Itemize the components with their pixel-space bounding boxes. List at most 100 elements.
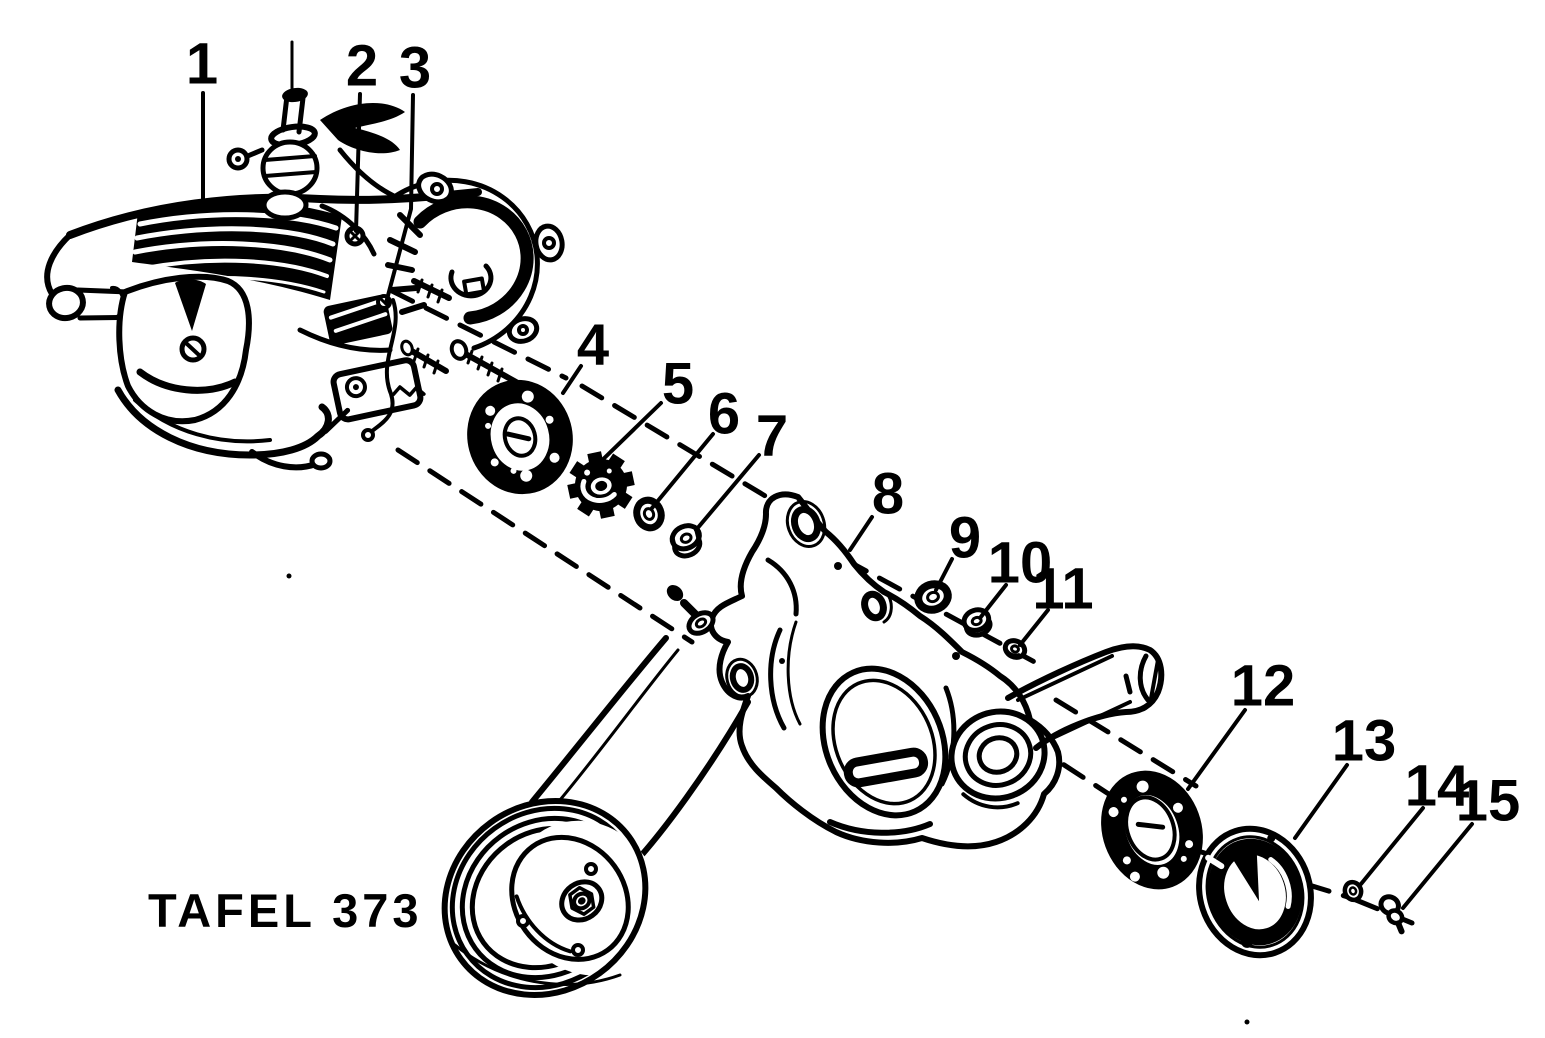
callout-leader-line: [694, 453, 761, 532]
part-4-rotor-ring: [467, 379, 573, 495]
axis-dash: [1053, 697, 1199, 789]
housing-slot: [843, 747, 929, 788]
engine-left-edge: [44, 232, 73, 297]
callout-6: 6: [650, 382, 740, 510]
callout-number: 7: [756, 404, 788, 469]
callout-leader-line: [848, 515, 874, 552]
callout-number: 15: [1456, 769, 1521, 834]
callout-9: 9: [934, 506, 981, 592]
callout-number: 4: [577, 313, 609, 378]
mount-lug: [416, 171, 454, 205]
flange-notch: [1205, 854, 1225, 870]
callout-number: 14: [1405, 754, 1470, 819]
ignition-coil: [323, 294, 393, 346]
bearing-speckles: [1108, 780, 1194, 882]
housing-bolt-holes: [725, 500, 960, 699]
callout-leader-line: [1293, 763, 1349, 840]
pedal-crank: [249, 449, 319, 471]
part-14-washer: [1342, 879, 1364, 903]
lower-guard: [114, 386, 333, 471]
callout-leader-line: [561, 364, 583, 395]
rim-tab: [462, 276, 487, 297]
axis-dash: [843, 557, 1045, 669]
pulley-rim: [441, 798, 649, 998]
callout-number: 1: [186, 32, 218, 97]
ink-speck: [286, 573, 292, 579]
axis-dash: [579, 383, 795, 515]
callout-11: 11: [1018, 557, 1094, 647]
callout-3: 3: [384, 36, 431, 305]
intake-cap: [282, 87, 308, 103]
part-8-housing: [441, 491, 1165, 998]
callout-leader-line: [1186, 708, 1247, 791]
callout-leader-line: [978, 583, 1008, 620]
part-9-washer: [914, 580, 952, 614]
part-13-cover: [1196, 825, 1314, 959]
flange-hole: [1241, 935, 1254, 948]
belt-pulley: [441, 798, 661, 998]
ink-speck: [1244, 1019, 1250, 1025]
contact-points-plate: [323, 357, 426, 434]
callout-leader-line: [590, 401, 663, 472]
callout-leader-line: [384, 93, 415, 305]
callout-leader-line: [650, 432, 715, 510]
flywheel-side-cover: [116, 273, 252, 425]
part-5-sprocket: [567, 451, 635, 519]
part-6-washer: [633, 496, 665, 532]
float-bowl: [261, 189, 309, 221]
callout-number: 6: [708, 382, 740, 447]
callout-8: 8: [848, 462, 904, 552]
crankcase-front-rim: [297, 171, 565, 353]
callout-number: 13: [1332, 709, 1397, 774]
throttle-cable: [337, 147, 401, 201]
plate-caption: TAFEL 373: [148, 884, 423, 937]
callout-7: 7: [694, 404, 788, 532]
carb-body: [260, 139, 320, 197]
part-15-screw: [1378, 894, 1405, 935]
callout-number: 10: [988, 531, 1053, 596]
callout-10: 10: [978, 531, 1053, 620]
cover-v-mark: [1230, 847, 1260, 902]
swingarm: [1005, 643, 1165, 751]
callout-4: 4: [561, 313, 609, 395]
carburettor: [226, 40, 405, 221]
callout-leader-line: [354, 92, 362, 233]
mount-lug: [533, 223, 565, 263]
bearing-boss: [948, 708, 1048, 810]
cylinder-fins: [132, 200, 342, 300]
timing-v-mark: [175, 279, 206, 331]
ignition-wire: [369, 298, 398, 434]
callout-number: 12: [1231, 654, 1296, 719]
callout-5: 5: [590, 352, 694, 472]
callout-leader-line: [934, 557, 954, 592]
part-12-bearing: [1101, 770, 1203, 890]
rotor-speckles: [485, 390, 560, 482]
callout-number: 2: [346, 34, 378, 99]
axis-dash: [395, 447, 695, 645]
pulley-face-hole: [516, 914, 530, 928]
part-7-nut: [669, 523, 703, 559]
housing-ear-bolt: [666, 585, 716, 636]
mount-lug: [506, 316, 540, 344]
callout-15: 15: [1401, 769, 1521, 910]
callout-1: 1: [186, 32, 218, 209]
pulley-face-hole: [571, 943, 585, 957]
cylinder-studs: [344, 225, 519, 442]
callout-12: 12: [1186, 654, 1296, 791]
callout-number: 5: [662, 352, 694, 417]
callout-number: 9: [949, 506, 981, 571]
callout-leader-line: [1401, 822, 1474, 910]
axis-dash: [389, 288, 569, 381]
part-1-engine-assembly: [44, 40, 565, 471]
callout-2: 2: [346, 34, 378, 233]
callout-14: 14: [1359, 754, 1470, 886]
callout-number: 11: [1032, 557, 1093, 622]
fork-notch: [1137, 653, 1151, 703]
callout-number: 8: [872, 462, 904, 527]
callout-leader-line: [1359, 806, 1425, 886]
callout-13: 13: [1293, 709, 1397, 840]
callout-number: 3: [399, 36, 431, 101]
